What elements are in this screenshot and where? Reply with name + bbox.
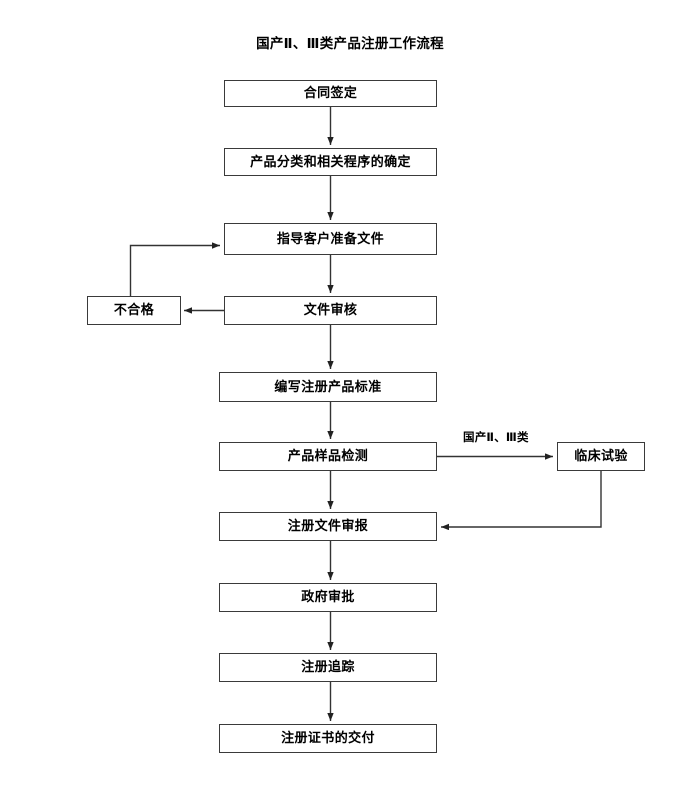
node-write-product-standard[interactable]: 编写注册产品标准 xyxy=(219,372,437,402)
node-label: 不合格 xyxy=(113,303,155,318)
node-registration-submission[interactable]: 注册文件审报 xyxy=(219,512,437,541)
node-label: 政府审批 xyxy=(301,590,355,605)
node-guide-customer-documents[interactable]: 指导客户准备文件 xyxy=(224,223,437,255)
node-contract-signing[interactable]: 合同签定 xyxy=(224,80,437,107)
node-clinical-trial[interactable]: 临床试验 xyxy=(557,442,645,471)
node-label: 注册文件审报 xyxy=(287,519,369,534)
node-label: 编写注册产品标准 xyxy=(274,379,382,395)
node-label: 文件审核 xyxy=(303,303,358,318)
edge-reject-n3 xyxy=(129,242,220,296)
edge-clinical-n7 xyxy=(441,471,602,531)
page-title: 国产Ⅱ、Ⅲ类产品注册工作流程 xyxy=(256,36,444,52)
node-label: 注册证书的交付 xyxy=(281,731,375,746)
node-product-classification[interactable]: 产品分类和相关程序的确定 xyxy=(224,148,437,176)
node-label: 产品分类和相关程序的确定 xyxy=(250,154,411,170)
node-sample-testing[interactable]: 产品样品检测 xyxy=(219,442,437,471)
node-government-approval[interactable]: 政府审批 xyxy=(219,583,437,612)
node-registration-tracking[interactable]: 注册追踪 xyxy=(219,653,437,682)
node-unqualified[interactable]: 不合格 xyxy=(87,296,181,325)
node-certificate-delivery[interactable]: 注册证书的交付 xyxy=(219,724,437,753)
edge-label-domestic-class-2-3: 国产Ⅱ、Ⅲ类 xyxy=(463,430,529,444)
node-label: 产品样品检测 xyxy=(287,449,369,464)
node-label: 指导客户准备文件 xyxy=(276,231,385,247)
node-label: 注册追踪 xyxy=(301,660,355,675)
node-label: 临床试验 xyxy=(574,449,628,464)
node-document-review[interactable]: 文件审核 xyxy=(224,296,437,325)
node-label: 合同签定 xyxy=(303,86,358,101)
